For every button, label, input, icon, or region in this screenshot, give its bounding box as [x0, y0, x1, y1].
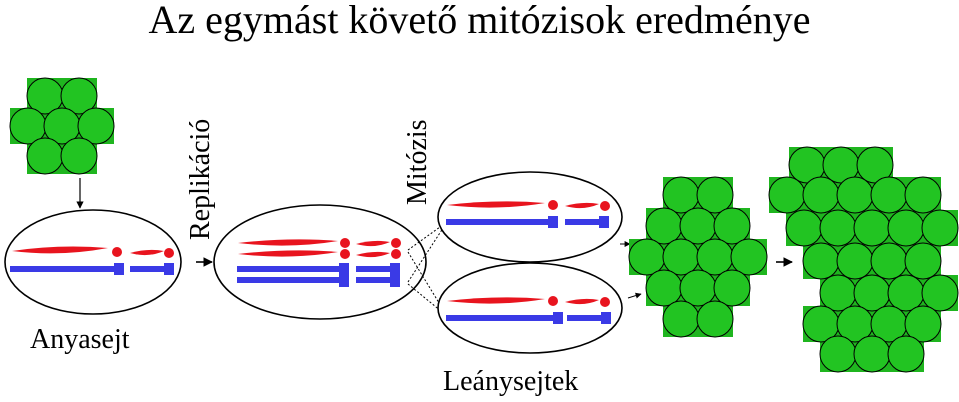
label-mother-cell: Anyasejt — [30, 324, 130, 355]
daughter-bottom-centromere-red-short — [600, 297, 610, 307]
daughter-top-red-short — [565, 202, 599, 209]
daughter-cell-top-membrane — [437, 171, 623, 263]
cell — [785, 209, 823, 247]
chromatid-red-short-2 — [356, 251, 390, 258]
cell — [77, 107, 115, 145]
cell — [819, 335, 857, 373]
cell — [679, 269, 717, 307]
centromere-red-long — [112, 247, 122, 257]
cell — [921, 209, 959, 247]
cell — [853, 274, 891, 312]
chromatid-blue-short-2 — [356, 277, 392, 283]
cell — [921, 274, 959, 312]
chromatid-blue-short-1 — [356, 266, 392, 272]
centromere-blue-long — [339, 263, 349, 287]
cell — [60, 137, 98, 175]
cell — [887, 335, 925, 373]
daughter-bottom-blue-long — [446, 315, 556, 321]
chromatid-red-short-1 — [356, 240, 390, 247]
cell — [645, 269, 683, 307]
cell — [836, 176, 874, 214]
daughter-top-centromere-red-short — [600, 201, 610, 211]
cell — [713, 269, 751, 307]
cell — [713, 207, 751, 245]
cell — [836, 242, 874, 280]
daughter-bottom-red-short — [565, 298, 599, 305]
cell — [887, 209, 925, 247]
daughter-bottom-centromere-blue-long — [553, 312, 563, 324]
centromere-red-short-2 — [391, 249, 401, 259]
chromatid-blue-long-2 — [237, 277, 341, 283]
cell — [696, 176, 734, 214]
arrow-red-to-bottom — [407, 251, 448, 317]
cell — [730, 238, 768, 276]
centromere-red-short-1 — [391, 238, 401, 248]
centromere-red-short — [164, 248, 174, 258]
daughter-bottom-red-long — [447, 297, 545, 304]
cell-cluster-small — [9, 77, 115, 175]
cell — [870, 242, 908, 280]
label-daughter-cells: Leánysejtek — [443, 366, 579, 397]
cell — [628, 238, 666, 276]
cell — [26, 137, 64, 175]
daughter-top-centromere-blue-short — [599, 216, 609, 228]
daughter-bottom-centromere-blue-short — [601, 312, 611, 324]
centromere-red-long-2 — [340, 249, 350, 259]
daughter-cell-top — [437, 171, 623, 263]
diagram-title: Az egymást követő mitózisok eredménye — [148, 0, 811, 42]
arrow-blue-to-bottom — [407, 283, 448, 317]
cell — [819, 209, 857, 247]
mother-cell — [4, 209, 182, 315]
cell — [645, 207, 683, 245]
chromatid-blue-long-1 — [237, 266, 341, 272]
cell — [60, 77, 98, 115]
cell — [802, 242, 840, 280]
cell — [679, 207, 717, 245]
replicated-cell — [213, 204, 427, 320]
cell — [853, 209, 891, 247]
cell — [904, 305, 942, 343]
daughter-top-centromere-blue-long — [548, 216, 558, 228]
chromosome-red-long — [12, 246, 108, 254]
cell — [696, 300, 734, 338]
cell — [662, 238, 700, 276]
cell — [662, 300, 700, 338]
cell — [819, 274, 857, 312]
cell — [904, 176, 942, 214]
centromere-blue-short — [390, 263, 400, 287]
cell — [768, 176, 806, 214]
cell — [696, 238, 734, 276]
cell-cluster-large — [768, 146, 959, 373]
arrow-bottom-to-cluster — [627, 292, 642, 299]
daughter-bottom-centromere-red-long — [548, 296, 558, 306]
chromatid-red-long-2 — [238, 250, 338, 257]
chromosome-red-short — [130, 249, 164, 256]
chromosome-blue-short — [130, 266, 166, 272]
daughter-top-blue-short — [565, 219, 601, 225]
cell — [662, 176, 700, 214]
daughter-cell-bottom-membrane — [437, 262, 623, 354]
replicated-cell-membrane — [213, 204, 427, 320]
daughter-top-red-long — [447, 201, 545, 208]
daughter-top-centromere-red-long — [548, 200, 558, 210]
centromere-blue-short — [164, 263, 174, 275]
daughter-bottom-blue-short — [567, 315, 603, 321]
centromere-blue-long — [114, 263, 124, 275]
chromosome-blue-long — [10, 266, 116, 272]
cell — [802, 176, 840, 214]
centromere-red-long-1 — [340, 238, 350, 248]
chromatid-red-long-1 — [238, 239, 338, 246]
cell — [870, 176, 908, 214]
cell-cluster-medium — [628, 176, 768, 338]
cell — [904, 242, 942, 280]
cell — [887, 274, 925, 312]
mother-cell-membrane — [4, 209, 182, 315]
cell — [853, 335, 891, 373]
daughter-cell-bottom — [437, 262, 623, 354]
daughter-top-blue-long — [446, 219, 550, 225]
